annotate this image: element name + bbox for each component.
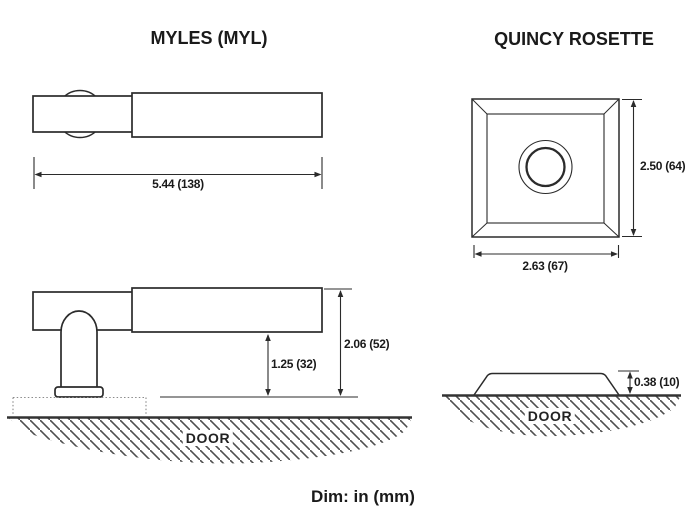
rosette-outer-square bbox=[471, 98, 620, 238]
lever-overall-height-dim-label: 2.06 (52) bbox=[344, 337, 390, 351]
door-label-right: DOOR bbox=[524, 408, 576, 424]
spindle-hole-inner-circle bbox=[525, 146, 566, 188]
door-label-left: DOOR bbox=[182, 430, 234, 446]
rosette-height-dim-label: 2.50 (64) bbox=[640, 159, 686, 173]
rosette-bevel-lines bbox=[471, 98, 620, 238]
dimension-length bbox=[33, 157, 323, 189]
rosette-thickness-dim-label: 0.38 (10) bbox=[634, 375, 680, 389]
lever-top-view bbox=[32, 89, 323, 189]
lever-stem-bar bbox=[32, 95, 134, 133]
spindle-hole-outer-circle bbox=[518, 139, 573, 195]
lever-neck bbox=[60, 310, 98, 389]
dimension-overall-height bbox=[324, 288, 352, 396]
rosette-profile-shape bbox=[473, 372, 620, 396]
dimension-rosette-height bbox=[622, 98, 642, 238]
myles-title: MYLES (MYL) bbox=[150, 28, 268, 48]
lever-base-flange bbox=[54, 386, 104, 398]
lever-grip-bar-side bbox=[131, 287, 323, 333]
rosette-width-dim-label: 2.63 (67) bbox=[522, 259, 568, 273]
quincy-title: QUINCY ROSETTE bbox=[494, 29, 654, 49]
rosette-face-view bbox=[471, 98, 642, 258]
dimension-rosette-width bbox=[473, 245, 620, 258]
lever-grip-bar bbox=[131, 92, 323, 138]
lever-length-dim-label: 5.44 (138) bbox=[152, 177, 204, 191]
rosette-hidden-outline bbox=[12, 396, 147, 416]
rosette-inner-square bbox=[486, 113, 605, 224]
dimension-rosette-thickness bbox=[618, 370, 639, 394]
lever-grip-clearance-dim-label: 1.25 (32) bbox=[271, 357, 317, 371]
lever-side-view bbox=[12, 287, 358, 416]
units-note: Dim: in (mm) bbox=[311, 487, 415, 506]
